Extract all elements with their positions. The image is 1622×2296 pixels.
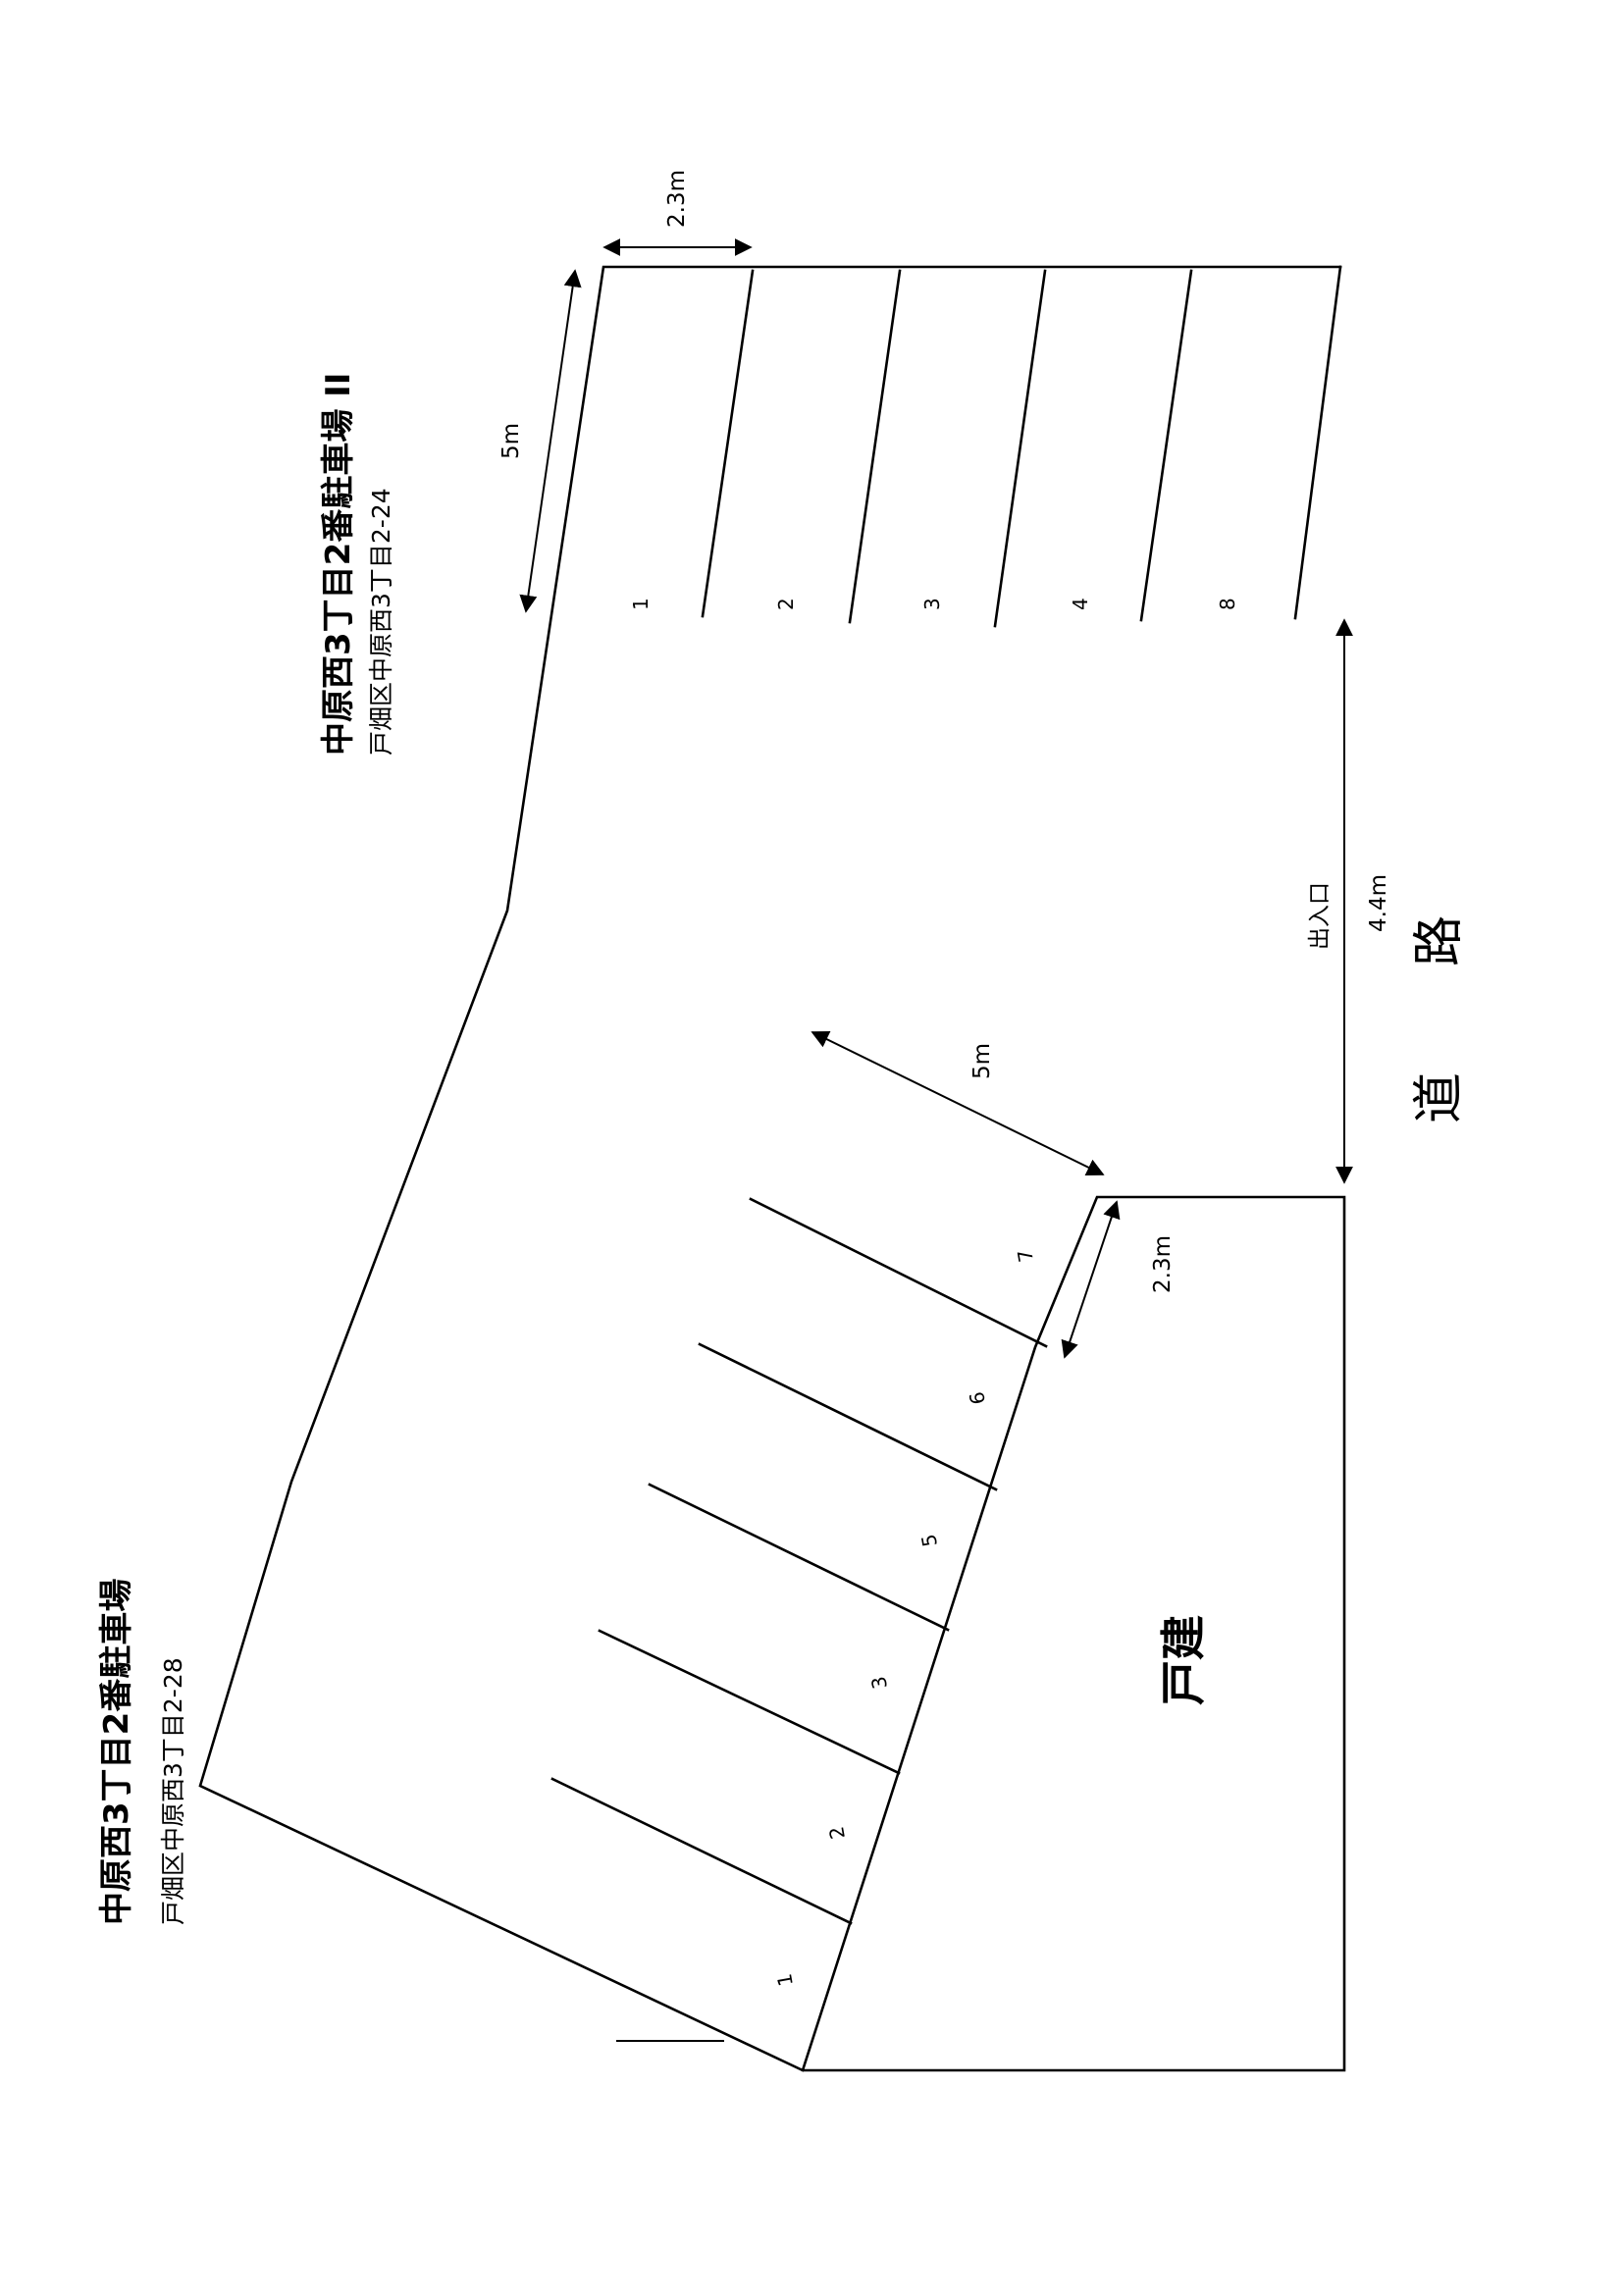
lot1-space-numbers: 1 2 3 5 6 7 bbox=[772, 1248, 1038, 1989]
house-label: 戸建 bbox=[1157, 1615, 1210, 1705]
lot1-stall-dividers bbox=[550, 1197, 1048, 1925]
lot2-title: 中原西3丁目2番駐車場 II bbox=[319, 373, 358, 756]
lot2-length-label: 5m bbox=[498, 423, 524, 459]
lot1-space-number: 1 bbox=[772, 1972, 798, 1989]
lot1-width-dimension-arrow bbox=[1061, 1200, 1121, 1359]
lot2-space-number: 2 bbox=[774, 598, 798, 610]
lot1-length-label: 5m bbox=[969, 1043, 995, 1079]
lot1-space-number: 6 bbox=[965, 1390, 990, 1407]
lot2-length-dimension-arrow bbox=[519, 269, 582, 613]
lot2-space-numbers: 1 2 3 4 8 bbox=[629, 598, 1239, 610]
lot1-space-number: 7 bbox=[1013, 1248, 1038, 1265]
lot1-space-number: 5 bbox=[916, 1533, 942, 1549]
lot1-width-label: 2.3m bbox=[1150, 1235, 1176, 1293]
road-frontage-line bbox=[1293, 265, 1342, 620]
lot2-space-number: 3 bbox=[920, 598, 944, 610]
entrance-label: 出入口 bbox=[1307, 882, 1333, 950]
lot2-space-number: 4 bbox=[1069, 598, 1092, 610]
lot1-length-dimension-arrow bbox=[811, 1031, 1105, 1175]
lot2-width-label: 2.3m bbox=[664, 170, 690, 228]
lot1-space-number: 3 bbox=[866, 1675, 892, 1692]
lot2-address: 戸畑区中原西3丁目2-24 bbox=[367, 488, 395, 756]
lot2-stall-dividers bbox=[701, 269, 1193, 628]
lot1-space-number: 2 bbox=[824, 1825, 850, 1842]
lot2-space-number: 1 bbox=[629, 598, 653, 610]
lot1-title: 中原西3丁目2番駐車場 bbox=[97, 1579, 136, 1925]
road-label-char-2: 路 bbox=[1410, 915, 1469, 966]
road-label-char-1: 道 bbox=[1410, 1072, 1469, 1123]
lot2-space-number: 8 bbox=[1216, 598, 1239, 610]
lot1-address: 戸畑区中原西3丁目2-28 bbox=[159, 1657, 187, 1925]
entrance-width-label: 4.4m bbox=[1366, 874, 1391, 932]
